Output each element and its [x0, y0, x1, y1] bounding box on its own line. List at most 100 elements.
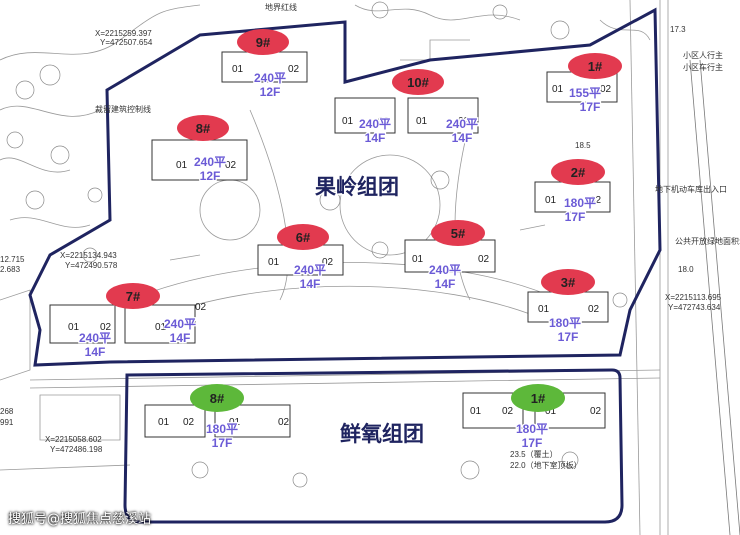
spec-3-floors: 17F	[558, 330, 579, 344]
spec-1-floors: 17F	[580, 100, 601, 114]
svg-text:02: 02	[378, 116, 390, 127]
right-note-3: 地下机动车库出入口	[655, 184, 727, 194]
spec-1-area: 155平	[569, 86, 601, 100]
svg-text:02: 02	[195, 302, 207, 313]
coord-4x: X=2215113.695	[665, 293, 722, 302]
right-note-4: 公共开放绿地面积: 11	[675, 236, 740, 246]
survey-annotations: 地界红线 裁留建筑控制线 X=2215259.397 Y=472507.654 …	[0, 2, 740, 470]
xianyang-group-label: 鲜氧组团	[340, 422, 424, 446]
coord-1y: Y=472507.654	[100, 38, 153, 47]
trees	[6, 1, 628, 488]
elev-3: 268	[0, 407, 14, 416]
tag-6: 6#	[296, 230, 311, 245]
svg-text:01: 01	[68, 322, 80, 333]
spec-g8-area: 180平	[206, 422, 238, 436]
building-g8-tag	[190, 384, 244, 412]
xianyang-group-outline	[123, 368, 624, 524]
spec-10b-area: 240平	[446, 117, 478, 131]
spec-g8-floors: 17F	[212, 436, 233, 450]
building-3-tag	[541, 269, 595, 295]
spec-2-floors: 17F	[565, 210, 586, 224]
tag-2: 2#	[571, 165, 586, 180]
svg-text:02: 02	[590, 406, 602, 417]
spec-g1-floors: 17F	[522, 436, 543, 450]
guoling-group-label: 果岭组团	[315, 175, 399, 199]
spec-g1-area: 180平	[516, 422, 548, 436]
svg-text:02: 02	[478, 254, 490, 265]
spec-8-floors: 12F	[200, 169, 221, 183]
spec-9-floors: 12F	[260, 85, 281, 99]
spec-10a-floors: 14F	[365, 131, 386, 145]
spec-7b-area: 240平	[164, 317, 196, 331]
elev-7: 18.5	[575, 141, 591, 150]
spec-5-floors: 14F	[435, 277, 456, 291]
svg-text:01: 01	[412, 254, 424, 265]
svg-text:01: 01	[268, 257, 280, 268]
bottom-note-2: 22.0（地下室顶板）	[510, 460, 582, 470]
building-9-tag	[237, 29, 289, 55]
svg-text:02: 02	[288, 64, 300, 75]
svg-text:02: 02	[183, 417, 195, 428]
svg-text:01: 01	[158, 417, 170, 428]
svg-text:02: 02	[588, 304, 600, 315]
tag-9: 9#	[256, 35, 271, 50]
tag-1: 1#	[588, 59, 603, 74]
coord-2x: X=2215134.943	[60, 251, 117, 260]
spec-labels: 240平 12F 240平 14F 240平 14F 155平 17F 240平…	[78, 70, 602, 451]
elev-6: 18.0	[678, 265, 694, 274]
right-note-2: 小区车行主	[683, 62, 723, 72]
elev-5: 17.3	[670, 25, 686, 34]
svg-text:02: 02	[225, 160, 237, 171]
building-g1-tag	[511, 384, 565, 412]
svg-text:01: 01	[552, 84, 564, 95]
building-10-tag	[392, 69, 444, 95]
spec-6-area: 240平	[294, 263, 326, 277]
building-7-tag	[106, 283, 160, 309]
spec-7a-floors: 14F	[85, 345, 106, 359]
svg-text:02: 02	[600, 84, 612, 95]
spec-10a-area: 240平	[359, 117, 391, 131]
coord-1x: X=2215259.397	[95, 29, 152, 38]
elev-2: 2.683	[0, 265, 21, 274]
red-line-label: 裁留建筑控制线	[95, 104, 151, 114]
tag-7: 7#	[126, 289, 141, 304]
svg-text:01: 01	[545, 195, 557, 206]
coord-3x: X=2215058.602	[45, 435, 102, 444]
top-road-label: 地界红线	[265, 2, 297, 12]
svg-text:01: 01	[155, 322, 167, 333]
right-note-1: 小区人行主	[683, 50, 723, 60]
svg-text:02: 02	[590, 195, 602, 206]
spec-7a-area: 240平	[79, 331, 111, 345]
spec-10b-floors: 14F	[452, 131, 473, 145]
building-5-tag	[431, 220, 485, 246]
spec-2-area: 180平	[564, 196, 596, 210]
spec-7b-floors: 14F	[170, 331, 191, 345]
coord-2y: Y=472490.578	[65, 261, 118, 270]
coord-3y: Y=472486.198	[50, 445, 103, 454]
svg-text:01: 01	[229, 417, 241, 428]
svg-text:02: 02	[458, 116, 470, 127]
svg-text:01: 01	[470, 406, 482, 417]
spec-6-floors: 14F	[300, 277, 321, 291]
watermark: 搜狐号@搜狐焦点慈溪站	[8, 512, 152, 527]
group-labels: 果岭组团 鲜氧组团	[314, 174, 426, 448]
elev-4: 991	[0, 418, 14, 427]
spec-8-area: 240平	[194, 155, 226, 169]
spec-5-area: 240平	[429, 263, 461, 277]
elev-1: 12.715	[0, 255, 25, 264]
tag-5: 5#	[451, 226, 466, 241]
svg-text:02: 02	[322, 257, 334, 268]
svg-text:01: 01	[176, 160, 188, 171]
svg-text:02: 02	[278, 417, 290, 428]
building-2-tag	[551, 159, 605, 185]
svg-text:02: 02	[502, 406, 514, 417]
svg-text:01: 01	[342, 116, 354, 127]
tag-g8: 8#	[210, 391, 225, 406]
building-6-tag	[277, 224, 329, 250]
building-tags	[106, 29, 622, 412]
tag-g1: 1#	[531, 391, 546, 406]
tag-10: 10#	[407, 75, 429, 90]
